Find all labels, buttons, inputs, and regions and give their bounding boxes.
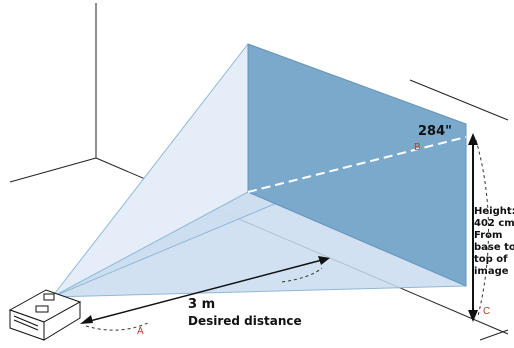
distance-curve-b (281, 267, 323, 283)
projector-side (43, 301, 81, 341)
projector-vent-top (43, 293, 55, 301)
height-curve-dashed (475, 139, 489, 317)
projected-screen (247, 43, 467, 287)
room-floor-left-edge (9, 157, 97, 183)
distance-curve-a (85, 321, 151, 331)
distance-arrow-head-start (80, 315, 93, 324)
distance-dimension (80, 256, 330, 331)
distance-caption-label: Desired distance (188, 314, 302, 328)
height-label-line: image (474, 266, 509, 277)
height-label-line: top of (474, 254, 508, 265)
beam-edge-inner (51, 191, 249, 298)
room-wall-top-edge (409, 79, 509, 121)
marker-b-label: B (414, 142, 421, 153)
beam-edge-top (51, 43, 249, 298)
projector-lens-slot-2 (13, 319, 39, 331)
height-dimension (468, 133, 478, 322)
projector-lens-slot (13, 315, 39, 327)
distance-arrow-line (85, 259, 323, 323)
height-label-line: base to (474, 242, 514, 253)
projector-vent-side (35, 305, 49, 313)
height-arrow-head-top (468, 133, 478, 145)
height-label-line: From (474, 230, 502, 241)
projector (8, 289, 82, 341)
distance-arrow-head-end (318, 256, 330, 265)
height-label: Height: 402 cm From base to top of image (474, 206, 514, 277)
beam-bottom-face (52, 192, 466, 297)
distance-value-label: 3 m (188, 297, 215, 312)
marker-c-label: C (483, 306, 490, 317)
height-label-line: 402 cm (474, 218, 514, 229)
marker-a-label: A (137, 326, 144, 337)
height-arrow-head-bottom (468, 310, 478, 322)
height-label-line: Height: (474, 206, 514, 217)
screen-diagonal-dashed (247, 136, 467, 193)
beam-edge-bottom (51, 285, 467, 298)
room-floor-right-edge (479, 329, 509, 341)
screen-size-label: 284" (418, 124, 452, 139)
